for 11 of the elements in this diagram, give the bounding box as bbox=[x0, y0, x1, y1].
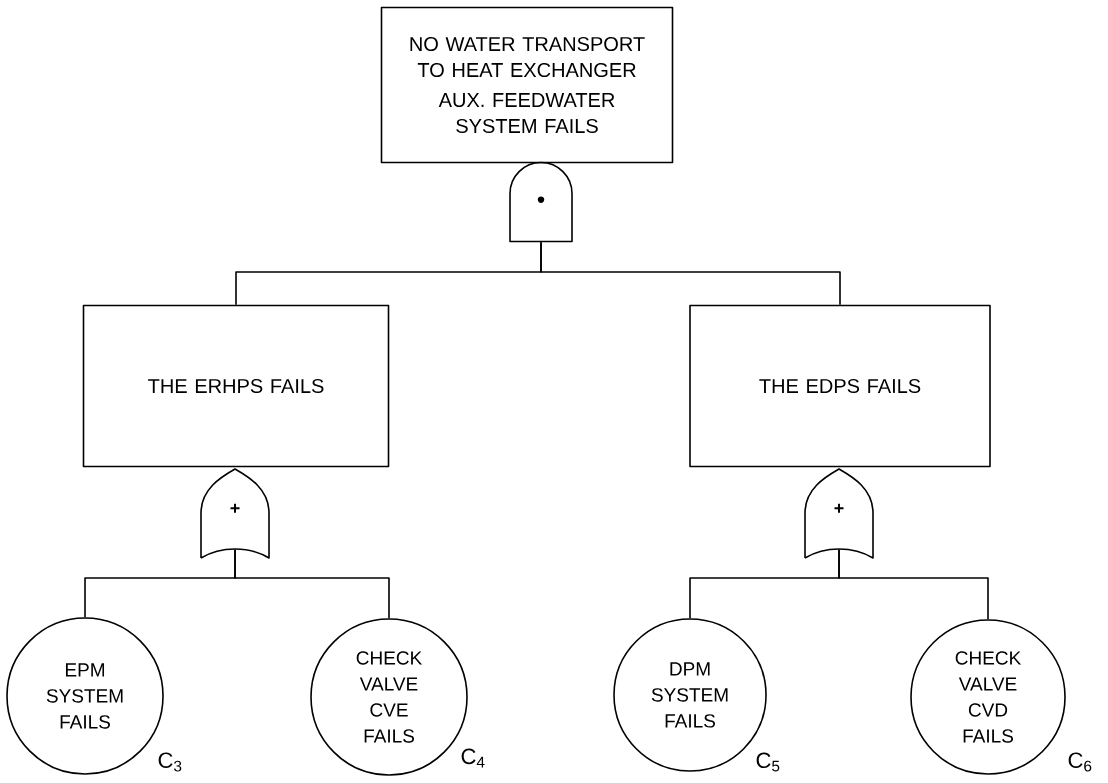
or-gate: + bbox=[200, 468, 270, 559]
event-box: NO WATER TRANSPORT TO HEAT EXCHANGER AUX. FEEDWATER SYSTEM FAILS bbox=[380, 6, 674, 164]
connector-line bbox=[838, 549, 989, 620]
event-box: THE ERHPS FAILS bbox=[82, 304, 390, 468]
and-gate: • bbox=[509, 161, 573, 243]
connector-line bbox=[234, 549, 390, 619]
event-box: THE EDPS FAILS bbox=[689, 304, 991, 468]
event-code: C$_{5}$ bbox=[756, 752, 780, 772]
event-code: C$_{6}$ bbox=[1068, 752, 1092, 772]
connector-line bbox=[540, 241, 841, 306]
or-gate: + bbox=[804, 468, 874, 559]
